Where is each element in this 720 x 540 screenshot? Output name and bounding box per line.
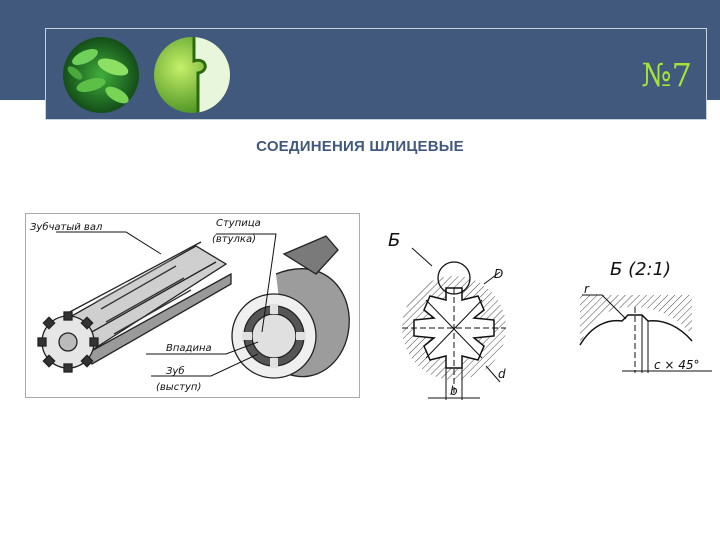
header-banner: №7 [45, 28, 707, 120]
hub-label: Ступица [216, 218, 261, 229]
view-label: Б [388, 230, 400, 251]
cross-section-figure: Б D d b [382, 218, 522, 410]
profile-outline [579, 314, 693, 346]
page-title: СОЕДИНЕНИЯ ШЛИЦЕВЫЕ [256, 138, 464, 155]
width-label: b [450, 384, 458, 398]
inner-diam-label: d [498, 367, 506, 381]
puzzle-thumbnail [154, 37, 230, 113]
tooth-sub-label: (выступ) [156, 382, 201, 393]
spline-shaft-figure: Зубчатый вал Ступица (втулка) Впадина Зу… [25, 213, 360, 398]
leaves-thumbnail [63, 37, 139, 113]
detail-view-figure: Б (2:1) r c × 45° [562, 245, 720, 385]
radius-label: r [584, 282, 590, 296]
chamfer-label: c × 45° [654, 358, 700, 372]
detail-view-label: Б (2:1) [610, 259, 671, 280]
hub-sub-label: (втулка) [212, 234, 256, 245]
slide-number: №7 [641, 56, 692, 94]
gear-end [37, 311, 99, 373]
tooth-label: Зуб [166, 365, 185, 377]
groove-label: Впадина [166, 343, 212, 354]
hub-drawing [231, 235, 350, 379]
hatched-area [580, 295, 692, 345]
outer-diam-label: D [494, 267, 503, 281]
shaft-label: Зубчатый вал [30, 221, 103, 233]
